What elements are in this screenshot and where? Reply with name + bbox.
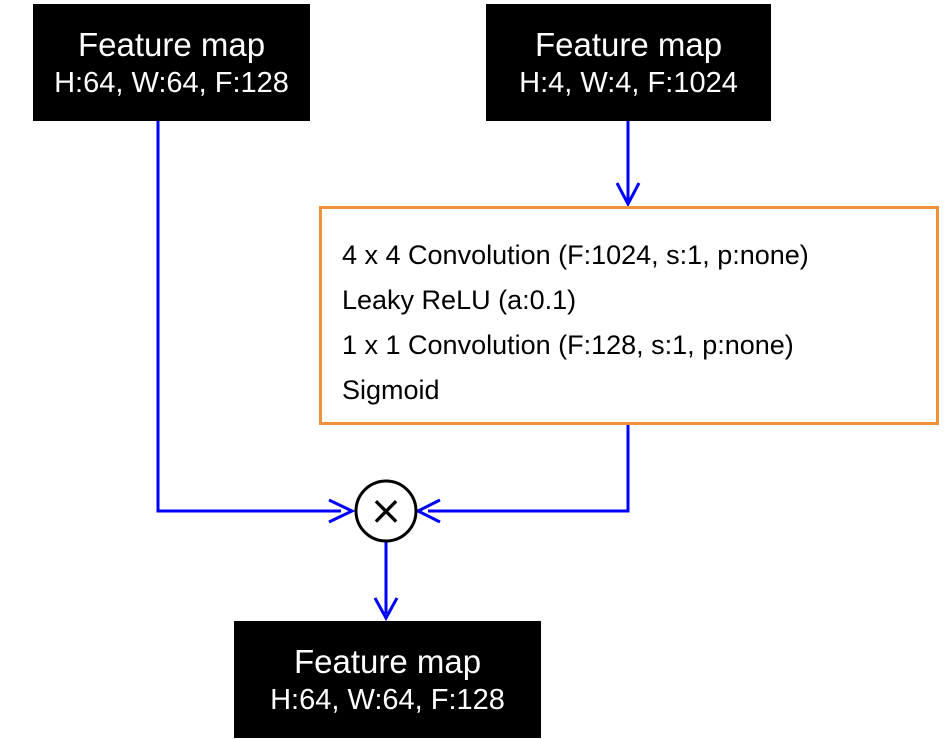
feature-map-dims: H:4, W:4, F:1024: [519, 66, 738, 99]
right-input-arrowhead: [615, 182, 641, 208]
multiply-node: ×: [354, 479, 418, 543]
left-input-arrowhead: [328, 498, 356, 524]
attention-output-connector: [428, 425, 630, 513]
feature-map-output: Feature map H:64, W:64, F:128: [234, 621, 541, 738]
feature-map-dims: H:64, W:64, F:128: [54, 66, 289, 99]
attention-output-arrowhead: [414, 498, 441, 524]
multiply-symbol: ×: [369, 488, 403, 534]
output-arrowhead: [373, 597, 399, 622]
sigmoid-operation: Sigmoid: [342, 375, 440, 405]
conv-4x4-operation: 4 x 4 Convolution (F:1024, s:1, p:none): [342, 240, 809, 270]
feature-map-input-left: Feature map H:64, W:64, F:128: [33, 4, 310, 121]
left-input-connector: [156, 121, 341, 513]
conv-1x1-operation: 1 x 1 Convolution (F:128, s:1, p:none): [342, 330, 794, 360]
feature-map-title: Feature map: [534, 25, 723, 63]
feature-map-input-right: Feature map H:4, W:4, F:1024: [486, 4, 771, 121]
leaky-relu-operation: Leaky ReLU (a:0.1): [342, 285, 577, 315]
feature-map-dims: H:64, W:64, F:128: [270, 683, 505, 716]
feature-map-title: Feature map: [293, 642, 482, 680]
feature-map-title: Feature map: [77, 25, 266, 63]
attention-block: 4 x 4 Convolution (F:1024, s:1, p:none) …: [319, 206, 939, 425]
